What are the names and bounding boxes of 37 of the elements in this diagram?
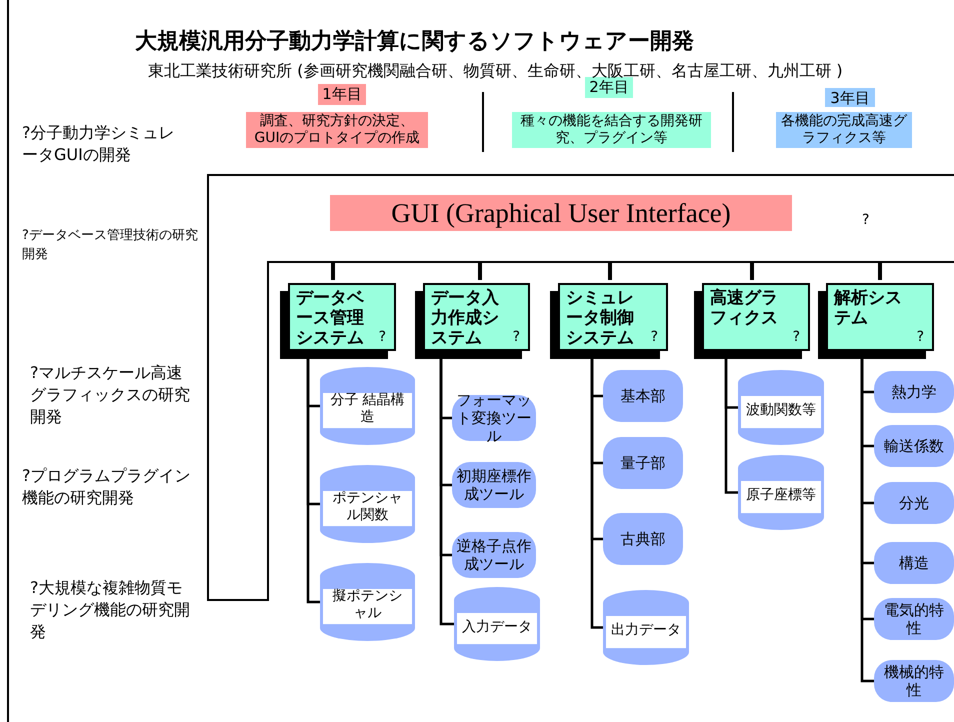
module-title: 解析システム — [834, 288, 903, 328]
component-box: 電気的特性 — [874, 598, 954, 640]
component-box: 初期座標作成ツール — [452, 462, 536, 508]
question-mark: ? — [650, 329, 658, 345]
component-box: 機械的特性 — [874, 660, 954, 702]
side-note: ?分子動力学シミュレータGUIの開発 — [22, 122, 176, 166]
plan-box: 調査、研究方針の決定、GUIのプロトタイプの作成 — [246, 112, 428, 148]
question-mark: ? — [916, 329, 924, 345]
question-mark: ? — [792, 329, 800, 345]
year-tag: 1年目 — [318, 84, 366, 105]
component-box: 熱力学 — [874, 371, 954, 413]
module-title: 高速グラフィクス — [710, 288, 779, 328]
component-box: 量子部 — [603, 437, 683, 489]
side-note: ?マルチスケール高速グラフィックスの研究開発 — [30, 362, 191, 428]
side-note: ?プログラムプラグイン機能の研究開発 — [22, 465, 192, 509]
component-box: フォーマット変換ツール — [452, 395, 536, 441]
component-box: 輸送係数 — [874, 425, 954, 467]
module-title: データベース管理システム — [296, 288, 365, 348]
plan-box: 各機能の完成高速グラフィクス等 — [776, 112, 912, 148]
component-box: 古典部 — [603, 513, 683, 565]
question-mark: ? — [862, 211, 870, 230]
module-title: データ入力作成システム — [431, 288, 500, 348]
component-box: 分光 — [874, 482, 954, 524]
year-tag: 2年目 — [585, 77, 633, 98]
module-title: シミュレータ制御システム — [566, 288, 635, 348]
title: 大規模汎用分子動力学計算に関するソフトウェアー開発 — [135, 28, 694, 56]
component-box: 逆格子点作成ツール — [452, 532, 536, 578]
component-box: 基本部 — [603, 370, 683, 422]
side-note: ?データベース管理技術の研究開発 — [22, 227, 199, 264]
plan-box: 種々の機能を結合する開発研究、プラグイン等 — [512, 112, 711, 148]
gui-banner: GUI (Graphical User Interface) — [330, 195, 792, 231]
year-tag: 3年目 — [825, 88, 875, 107]
question-mark: ? — [378, 329, 386, 345]
side-note: ?大規模な複雑物質モデリング機能の研究開発 — [30, 577, 191, 643]
component-box: 構造 — [874, 542, 954, 584]
question-mark: ? — [512, 329, 520, 345]
subtitle: 東北工業技術研究所 (参画研究機関融合研、物質研、生命研、大阪工研、名古屋工研、九州工研 ) — [148, 60, 844, 80]
